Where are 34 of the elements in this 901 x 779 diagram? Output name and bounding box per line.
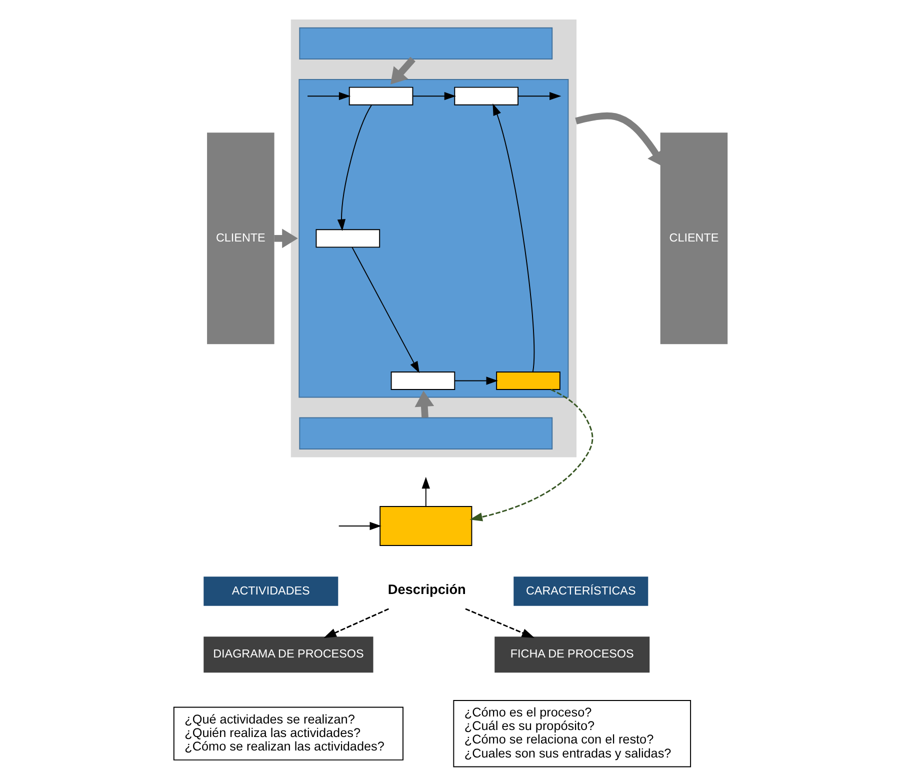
node-box xyxy=(380,506,472,546)
node-box: CARACTERÍSTICAS xyxy=(514,576,648,606)
arrow xyxy=(412,92,456,100)
cluster xyxy=(290,20,576,458)
arrow xyxy=(338,522,382,530)
node-box xyxy=(454,86,518,106)
arrow xyxy=(352,246,420,374)
arrow xyxy=(422,476,430,507)
node-box xyxy=(390,371,456,390)
arrow xyxy=(492,104,535,372)
node-box: DIAGRAMA DE PROCESOS xyxy=(204,636,374,673)
arrow xyxy=(414,390,434,418)
node-box xyxy=(316,229,380,248)
node-box: CLIENTE xyxy=(660,132,728,344)
arrow xyxy=(454,376,498,385)
node-text: Descripción xyxy=(388,582,466,597)
arrow xyxy=(337,104,372,232)
arrow xyxy=(324,608,389,638)
arrow xyxy=(390,56,416,84)
node-box xyxy=(496,371,560,390)
arrow xyxy=(470,388,594,522)
node-box xyxy=(299,27,553,60)
cluster xyxy=(298,79,569,398)
node-box: ACTIVIDADES xyxy=(204,576,338,606)
arrow xyxy=(518,92,562,100)
node-box: CLIENTE xyxy=(207,132,274,344)
node-box: FICHA DE PROCESOS xyxy=(494,636,650,673)
arrow xyxy=(465,608,535,638)
arrow xyxy=(274,228,298,248)
node-box: ¿Qué actividades se realizan? ¿Quién realiza las actividades? ¿Cómo se realizan las actividades? xyxy=(173,706,404,760)
node-box: ¿Cómo es el proceso? ¿Cuál es su propósito? ¿Cómo se relaciona con el resto? ¿Cuales son sus entradas y salidas? xyxy=(453,700,692,768)
arrow xyxy=(307,92,351,100)
node-box xyxy=(348,86,414,106)
node-box xyxy=(299,417,553,450)
